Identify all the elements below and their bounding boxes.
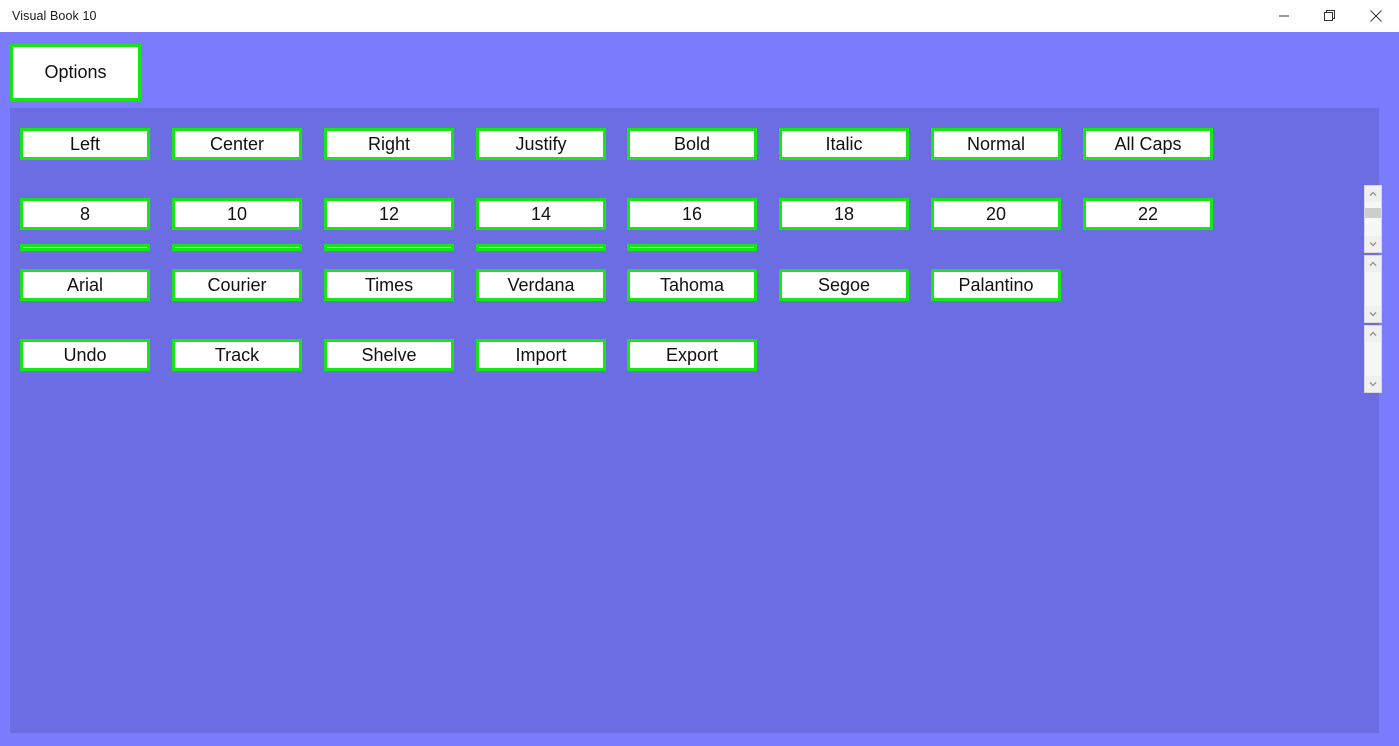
font-family-button-courier[interactable]: Courier xyxy=(172,269,302,301)
scrollbar-1-track[interactable] xyxy=(1365,202,1381,236)
scrollbar-1[interactable] xyxy=(1364,185,1382,253)
minimize-icon xyxy=(1278,10,1290,22)
font-size-button-16[interactable]: 16 xyxy=(627,198,757,230)
font-family-button-times[interactable]: Times xyxy=(324,269,454,301)
scrollbar-3-up-arrow-icon[interactable] xyxy=(1365,326,1381,342)
font-size-button-14[interactable]: 14 xyxy=(476,198,606,230)
restore-button[interactable] xyxy=(1307,0,1353,32)
font-family-button-palantino[interactable]: Palantino xyxy=(931,269,1061,301)
scrollbar-2-down-arrow-icon[interactable] xyxy=(1365,306,1381,322)
options-button[interactable]: Options xyxy=(10,44,141,101)
scrollbar-1-thumb[interactable] xyxy=(1365,207,1381,218)
collapsed-widget-5 xyxy=(627,244,757,251)
scrollbar-3-track[interactable] xyxy=(1365,342,1381,376)
scrollbar-3-down-arrow-icon[interactable] xyxy=(1365,376,1381,392)
font-size-button-12[interactable]: 12 xyxy=(324,198,454,230)
font-size-button-20[interactable]: 20 xyxy=(931,198,1061,230)
alignment-button-italic[interactable]: Italic xyxy=(779,128,909,160)
action-button-shelve[interactable]: Shelve xyxy=(324,339,454,371)
header-band xyxy=(0,32,1399,108)
scrollbar-2-track[interactable] xyxy=(1365,272,1381,306)
action-button-undo[interactable]: Undo xyxy=(20,339,150,371)
alignment-button-all-caps[interactable]: All Caps xyxy=(1083,128,1213,160)
collapsed-widget-1 xyxy=(20,244,150,251)
scrollbar-1-down-arrow-icon[interactable] xyxy=(1365,236,1381,252)
alignment-button-justify[interactable]: Justify xyxy=(476,128,606,160)
font-size-button-18[interactable]: 18 xyxy=(779,198,909,230)
action-button-track[interactable]: Track xyxy=(172,339,302,371)
scrollbar-2[interactable] xyxy=(1364,255,1382,323)
scrollbar-1-up-arrow-icon[interactable] xyxy=(1365,186,1381,202)
app-body: Options Left Center Right Justify Bold Italic… xyxy=(0,32,1399,746)
collapsed-widget-3 xyxy=(324,244,454,251)
alignment-button-right[interactable]: Right xyxy=(324,128,454,160)
font-family-button-tahoma[interactable]: Tahoma xyxy=(627,269,757,301)
minimize-button[interactable] xyxy=(1261,0,1307,32)
collapsed-widget-4 xyxy=(476,244,606,251)
alignment-button-center[interactable]: Center xyxy=(172,128,302,160)
close-icon xyxy=(1370,10,1382,22)
font-size-button-22[interactable]: 22 xyxy=(1083,198,1213,230)
action-button-export[interactable]: Export xyxy=(627,339,757,371)
font-size-button-10[interactable]: 10 xyxy=(172,198,302,230)
font-size-button-8[interactable]: 8 xyxy=(20,198,150,230)
font-family-button-verdana[interactable]: Verdana xyxy=(476,269,606,301)
title-bar: Visual Book 10 xyxy=(0,0,1399,32)
restore-icon xyxy=(1324,10,1336,22)
scrollbar-2-up-arrow-icon[interactable] xyxy=(1365,256,1381,272)
collapsed-widget-2 xyxy=(172,244,302,251)
scrollbar-3[interactable] xyxy=(1364,325,1382,393)
close-button[interactable] xyxy=(1353,0,1399,32)
font-family-button-segoe[interactable]: Segoe xyxy=(779,269,909,301)
font-family-button-arial[interactable]: Arial xyxy=(20,269,150,301)
alignment-button-bold[interactable]: Bold xyxy=(627,128,757,160)
alignment-button-left[interactable]: Left xyxy=(20,128,150,160)
alignment-button-normal[interactable]: Normal xyxy=(931,128,1061,160)
action-button-import[interactable]: Import xyxy=(476,339,606,371)
window-title: Visual Book 10 xyxy=(12,9,97,23)
